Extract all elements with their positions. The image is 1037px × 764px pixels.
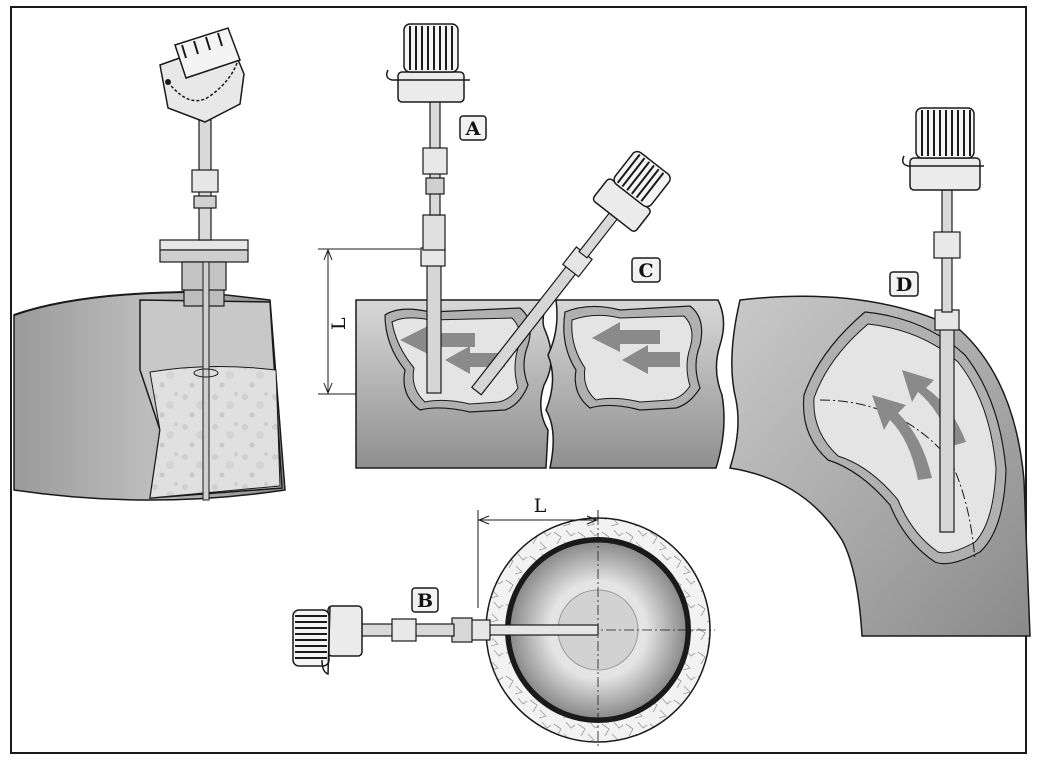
tank-medium: [149, 365, 281, 499]
thermometer-c: [470, 150, 671, 396]
thermometer-head-icon: [385, 23, 470, 103]
thermometer-b: [292, 605, 599, 676]
flow-arrow-icon: [592, 322, 680, 374]
label-box-d: [889, 271, 919, 297]
label-c: C: [638, 260, 653, 282]
flange-bottom: [159, 249, 249, 263]
pipe-cross-section-b: L B: [292, 495, 715, 748]
label-box-b: [411, 587, 439, 613]
dimension-label-l-vertical: L: [328, 317, 350, 330]
dimension-label-l-horizontal: L: [534, 495, 547, 517]
label-a: A: [465, 118, 481, 140]
thermometer-d: [901, 107, 984, 533]
dimension-l-horizontal: L: [477, 495, 599, 608]
thermowell-tank: [202, 261, 210, 501]
thermometer-head-icon: [901, 107, 984, 191]
pipe-segment-a: A: [355, 23, 552, 469]
label-box-c: [631, 257, 661, 283]
pipe-segment-c: C: [470, 150, 725, 469]
thermometer-head-icon: [292, 605, 363, 676]
thermometer-head-icon: [159, 27, 245, 123]
flange-top: [159, 239, 249, 251]
tank-installation: [13, 27, 286, 501]
label-b: B: [417, 590, 433, 612]
pipe-elbow-d: D: [729, 107, 1031, 637]
label-d: D: [896, 274, 912, 296]
label-box-a: [459, 115, 487, 141]
thermometer-a: [385, 23, 470, 394]
thermometer-head-icon: [592, 150, 671, 232]
